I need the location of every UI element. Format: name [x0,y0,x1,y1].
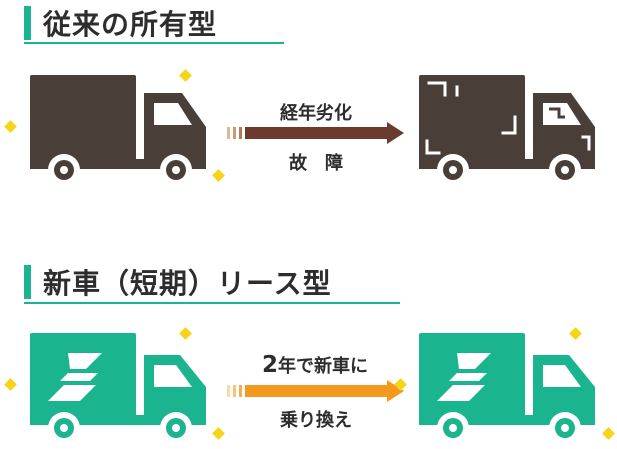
worn-truck-icon [419,75,595,186]
sparkle-icon [4,120,17,133]
section-title-lease: 新車（短期）リース型 [24,262,332,302]
sparkle-icon [212,427,225,440]
label-aging: 経年劣化 [280,103,352,124]
arrow-label-top-lease: 2年で新車に [235,352,395,378]
title-accent-bar [24,6,31,40]
label-years-text: 年で新車に [278,356,368,377]
title-text-owned: 従来の所有型 [43,8,218,41]
sparkle-icon [179,327,192,340]
label-years-num: 2 [261,352,278,378]
sparkle-icon [602,427,615,440]
arrow-label-bottom-lease: 乗り換え [245,406,387,432]
label-breakdown: 故 障 [289,153,343,174]
section-title-owned: 従来の所有型 [24,3,217,43]
arrow-right-icon [227,380,404,402]
sparkle-icon [179,69,192,82]
truck-dark-icon [30,75,206,186]
arrow-label-top-owned: 経年劣化 [245,99,387,125]
title-underline [24,42,284,44]
logo-s-icon [437,353,491,401]
green-truck-icon [30,333,206,444]
title-accent-bar [24,265,31,299]
title-text-lease: 新車（短期）リース型 [43,267,332,300]
label-switch: 乗り換え [280,410,352,431]
sparkle-icon [4,378,17,391]
sparkle-icon [212,169,225,182]
sparkle-icon [569,327,582,340]
sparkle-icon [394,378,407,391]
green-truck-icon [419,333,595,444]
arrow-right-icon [227,122,404,144]
arrow-label-bottom-owned: 故 障 [245,149,387,175]
logo-s-icon [48,353,102,401]
title-underline [24,302,400,304]
